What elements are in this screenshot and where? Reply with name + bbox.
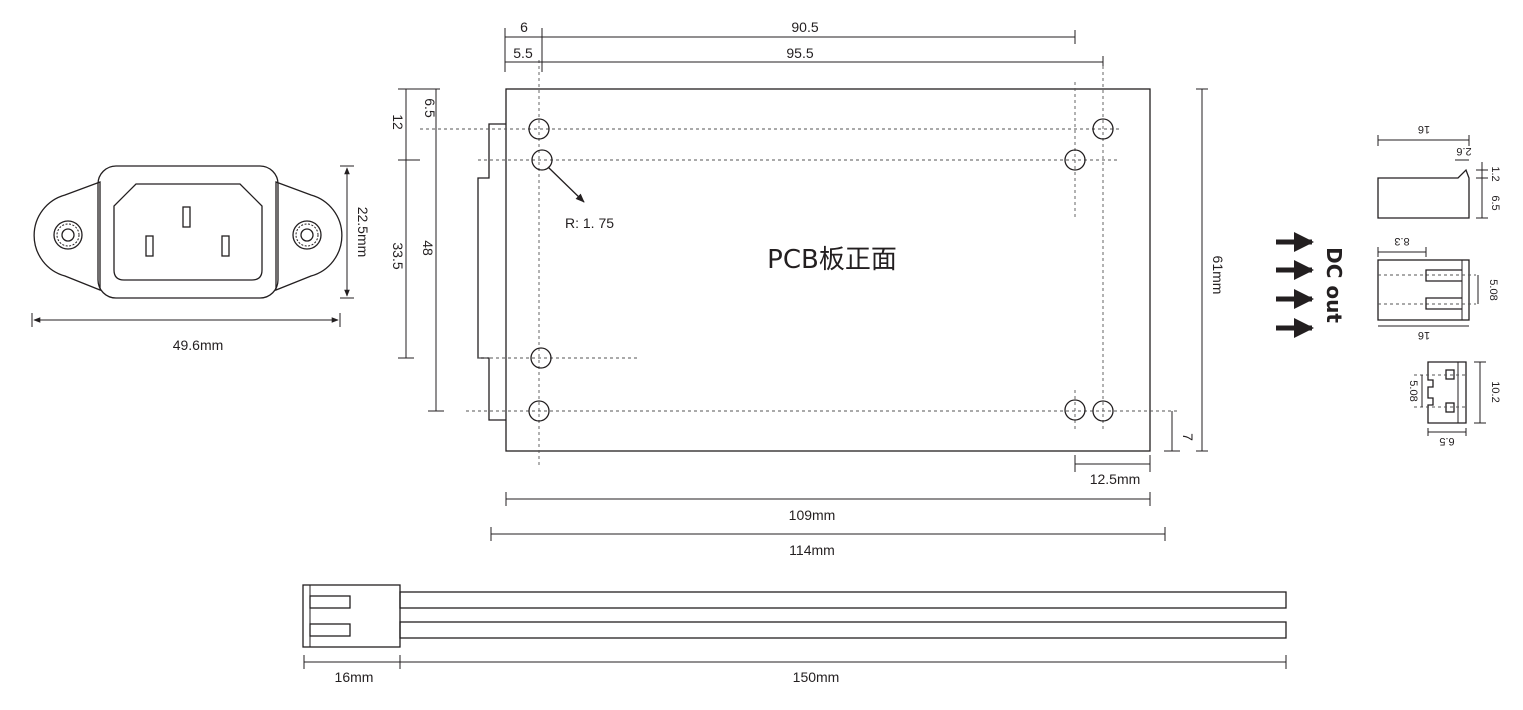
pcb-hole [1064,399,1086,421]
dim-5-5: 5.5 [513,45,533,61]
dim-90-5: 90.5 [791,19,818,35]
cable-wire [399,621,1287,639]
dim-12-5mm: 12.5mm [1090,471,1141,487]
dc-top-dim-5-08: 5.08 [1487,279,1499,300]
socket-flange [97,165,279,299]
dim-48: 48 [420,240,436,256]
dc-out-indicator: DC out [1276,232,1346,338]
cable-length-dim: 150mm [793,669,840,685]
cable-wire [399,591,1287,609]
pcb-hole [528,118,550,140]
socket-neutral-pin [221,235,230,257]
dc-side-dim-1-2: 1.2 [1489,166,1501,181]
dc-top-dim-8-3: 8.3 [1394,235,1409,247]
dim-114mm: 114mm [789,542,835,558]
dc-connector-side-view: 16 2.6 1.2 6.5 [1377,123,1501,219]
socket-right-ear [275,181,343,291]
dc-top-dim-16: 16 [1418,329,1430,341]
pcb-hole [1092,118,1114,140]
socket-live-pin [145,235,154,257]
pcb-hole [1092,400,1114,422]
socket-right-screw [292,220,322,250]
dim-33-5: 33.5 [390,242,406,269]
dim-95-5: 95.5 [786,45,813,61]
pcb-outline [505,88,1151,452]
socket-left-screw [53,220,83,250]
dim-7: 7 [1180,433,1196,441]
dim-61mm: 61mm [1210,256,1226,295]
socket-height-label: 22.5mm [355,207,371,258]
pcb-hole [531,149,553,171]
pcb-bracket-profile [477,123,506,421]
dc-connector-front-view: 5.08 10.2 6.5 [1407,361,1501,447]
dim-109mm: 109mm [789,507,836,523]
cable-plug-dim: 16mm [335,669,374,685]
dim-6-5: 6.5 [422,98,438,118]
dc-side-dim-6-5: 6.5 [1489,195,1501,210]
dc-front-dim-6-5: 6.5 [1439,435,1454,447]
dc-connector-top-view: 8.3 5.08 16 [1377,235,1499,341]
pcb-board: R: 1. 75 PCB板正面 6 90.5 5.5 95.5 6.5 12 3… [390,19,1226,558]
dim-6: 6 [520,19,528,35]
dc-out-label: DC out [1322,247,1346,323]
socket-cavity [113,183,263,281]
socket-width-label: 49.6mm [173,337,224,353]
socket-earth-pin [182,206,191,228]
socket-left-ear [33,181,101,291]
output-cable: 16mm 150mm [302,584,1287,685]
dc-front-dim-5-08: 5.08 [1407,380,1419,401]
pcb-title: PCB板正面 [767,245,897,275]
pcb-hole [528,400,550,422]
hole-radius-label: R: 1. 75 [565,215,614,231]
dc-side-dim-16: 16 [1418,123,1430,135]
hole-radius-leader [547,166,585,203]
dc-side-dim-2-6: 2.6 [1456,145,1471,157]
dim-12: 12 [390,114,406,130]
pcb-hole [530,347,552,369]
dc-front-dim-10-2: 10.2 [1489,381,1501,402]
pcb-hole [1064,149,1086,171]
cable-plug [302,584,401,648]
ac-socket: 22.5mm 49.6mm [31,165,371,353]
